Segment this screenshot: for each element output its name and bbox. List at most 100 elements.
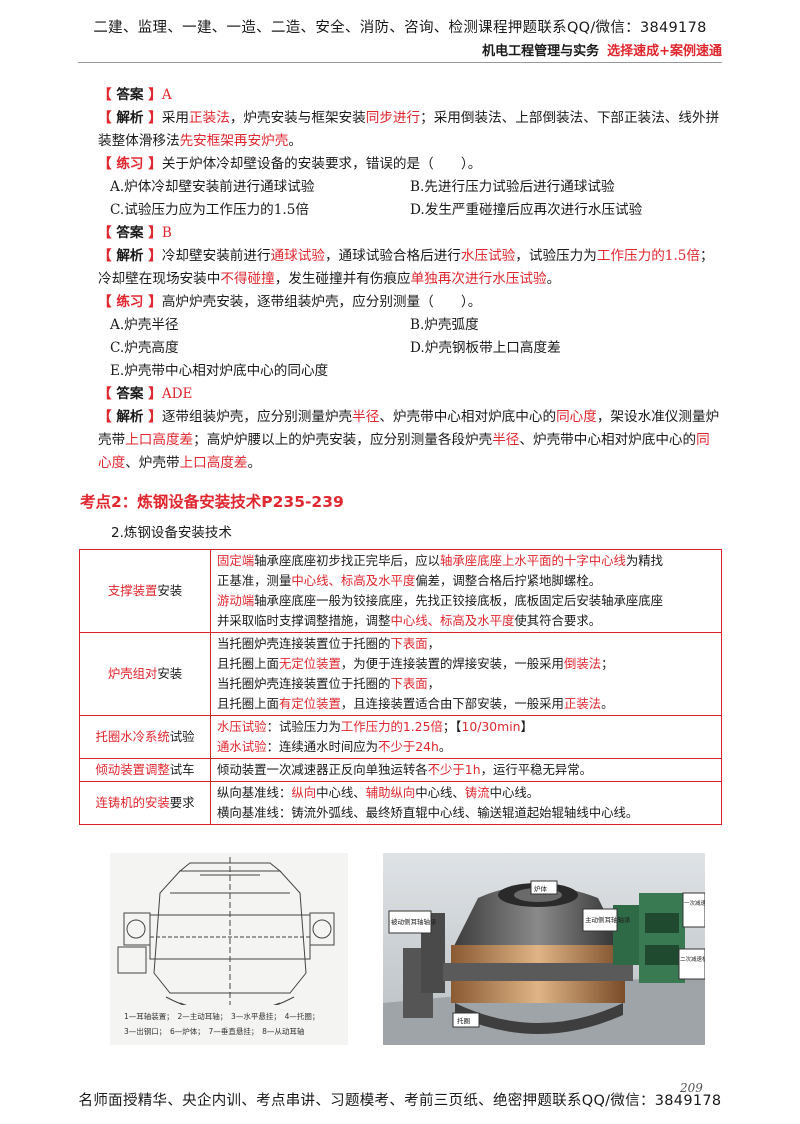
analysis-label: 解析 xyxy=(116,409,144,425)
label-primary-reducer: 一次减速机 xyxy=(684,899,705,907)
highlight-text: 通水试验 xyxy=(217,739,267,754)
content-line: 且托圈上面无定位装置，为便于连接装置的焊接安装，一般采用倒装法； xyxy=(217,654,716,674)
body-text: ；采用倒装法、上部倒装法、下部正装法、线外拼装整体滑移法 xyxy=(98,110,720,149)
row-content: 当托圈炉壳连接装置位于托圈的下表面，且托圈上面无定位装置，为便于连接装置的焊接安… xyxy=(210,632,722,716)
body-text: 且托圈上面 xyxy=(217,696,279,711)
analysis-text: 采用正装法，炉壳安装与框架安装同步进行；采用倒装法、上部倒装法、下部正装法、线外… xyxy=(98,110,719,149)
highlight-text: 同心度 xyxy=(556,409,597,425)
body-text: ：连续通水时间应为 xyxy=(266,739,379,754)
content-line: 正基准，测量中心线、标高及水平度偏差，调整合格后拧紧地脚螺栓。 xyxy=(217,571,716,591)
option-b: B.炉壳弧度 xyxy=(410,317,479,333)
content-line: 且托圈上面有定位装置，且连接装置适合由下部安装，一般采用正装法。 xyxy=(217,694,716,714)
label-trunnion-ring: 托圈 xyxy=(457,1016,470,1025)
body-text: ，通球试验合格后进行 xyxy=(324,248,461,264)
body-text: 且托圈上面 xyxy=(217,656,279,671)
analysis-label: 解析 xyxy=(116,248,144,264)
body-text: 】 xyxy=(520,719,533,734)
top-banner: 二建、监理、一建、一造、二造、安全、消防、咨询、检测课程押题联系QQ/微信：38… xyxy=(93,20,707,36)
highlight-text: 同步进行 xyxy=(365,110,421,126)
highlight-text: 单独再次进行水压试验 xyxy=(410,271,547,287)
body-text: ；冷却壁在现场安装中 xyxy=(98,248,714,287)
body-text: 安装 xyxy=(157,583,183,598)
body-text: 中心线、 xyxy=(415,785,465,800)
q3-answer: 【 答案 】ADE xyxy=(98,386,193,402)
option-a: A.炉壳半径 xyxy=(110,317,179,333)
body-text: ；【 xyxy=(442,719,462,734)
option-e: E.炉壳带中心相对炉底中心的同心度 xyxy=(110,363,329,379)
content-line: 当托圈炉壳连接装置位于托圈的下表面， xyxy=(217,674,716,694)
highlight-text: 纵向 xyxy=(291,785,317,800)
body-text: 使其符合要求。 xyxy=(514,613,602,628)
body-text: 正基准，测量 xyxy=(217,573,292,588)
q2-options: A.炉体冷却壁安装前进行通球试验 B.先进行压力试验后进行通球试验 C.试验压力… xyxy=(80,176,722,222)
highlight-text: 工作压力的1.25倍 xyxy=(340,719,443,734)
row-content: 纵向基准线：纵向中心线、辅助纵向中心线、铸流中心线。横向基准线：铸流外弧线、最终… xyxy=(210,781,722,825)
highlight-text: 10/30min xyxy=(461,719,521,734)
label-furnace-body: 炉体 xyxy=(534,884,548,893)
content-line: 游动端轴承座底座一般为铰接底座，先找正铰接底板，底板固定后安装轴承座底座 xyxy=(217,591,716,611)
highlight-text: 水压试验 xyxy=(217,719,267,734)
row-content: 固定端轴承座底座初步找正完毕后，应以轴承座底座上水平面的十字中心线为精找正基准，… xyxy=(210,549,722,633)
option-b: B.先进行压力试验后进行通球试验 xyxy=(410,179,615,195)
body-text: ； xyxy=(601,656,614,671)
body-text: 并采取临时支撑调整措施，调整 xyxy=(217,613,391,628)
header-divider xyxy=(78,62,722,63)
body-text: 。 xyxy=(546,271,561,287)
body-text: 轴承座底座初步找正完毕后，应以 xyxy=(254,553,441,568)
practice-label: 练习 xyxy=(116,294,144,310)
table-row: 炉壳组对安装当托圈炉壳连接装置位于托圈的下表面，且托圈上面无定位装置，为便于连接… xyxy=(79,632,722,716)
highlight-text: 铸流 xyxy=(464,785,490,800)
highlight-text: 先安框架再安炉壳 xyxy=(179,133,289,149)
table-row: 支撑装置安装固定端轴承座底座初步找正完毕后，应以轴承座底座上水平面的十字中心线为… xyxy=(79,549,722,633)
page-number: 209 xyxy=(680,1081,703,1095)
row-heading: 倾动装置调整试车 xyxy=(79,758,211,782)
converter-3d-render: 炉体 被动侧耳轴轴承 主动侧耳轴轴承 一次减速机 二次减速机 托圈 xyxy=(383,853,705,1045)
question-text: 关于炉体冷却壁设备的安装要求，错误的是（ ）。 xyxy=(161,156,482,172)
course-series: 选择速成+案例速通 xyxy=(607,44,722,59)
highlight-text: 中心线、标高及水平度 xyxy=(390,613,515,628)
section-subtitle: 2.炼钢设备安装技术 xyxy=(111,525,232,541)
bottom-banner: 名师面授精华、央企内训、考点串讲、习题模考、考前三页纸、绝密押题联系QQ/微信：… xyxy=(78,1093,722,1109)
body-text: ， xyxy=(427,636,441,651)
content-line: 水压试验：试验压力为工作压力的1.25倍；【10/30min】 xyxy=(217,717,716,737)
body-text: 倾动装置一次减速器正反向单独运转各 xyxy=(217,762,428,777)
drawing-caption-2: 3—出钢口； 6—炉体； 7—垂直悬挂； 8—从动耳轴 xyxy=(124,1026,304,1036)
content-line: 倾动装置一次减速器正反向单独运转各不少于1h，运行平稳无异常。 xyxy=(217,760,716,780)
highlight-text: 固定端 xyxy=(217,553,255,568)
practice-label: 练习 xyxy=(116,156,144,172)
analysis-text: 冷却壁安装前进行通球试验，通球试验合格后进行水压试验，试验压力为工作压力的1.5… xyxy=(98,248,714,287)
highlight-text: 无定位装置 xyxy=(278,656,341,671)
highlight-text: 正装法 xyxy=(189,110,230,126)
body-text: 冷却壁安装前进行 xyxy=(161,248,271,264)
body-text: ，为便于连接装置的焊接安装，一般采用 xyxy=(340,656,564,671)
highlight-text: 不得碰撞 xyxy=(220,271,275,287)
body-text: 当托圈炉壳连接装置位于托圈的 xyxy=(217,676,391,691)
body-text: 试车 xyxy=(169,762,195,777)
section-title: 考点2：炼钢设备安装技术P235-239 xyxy=(80,493,344,511)
content-line: 横向基准线：铸流外弧线、最终矫直辊中心线、输送辊道起始辊轴线中心线。 xyxy=(217,803,716,823)
body-text: 。 xyxy=(288,133,302,149)
converter-drawing-svg: 1—耳轴装置； 2—主动耳轴； 3—水平悬挂； 4—托圈； 3—出钢口； 6—炉… xyxy=(110,853,348,1045)
content-line: 当托圈炉壳连接装置位于托圈的下表面， xyxy=(217,634,716,654)
body-text: 当托圈炉壳连接装置位于托圈的 xyxy=(217,636,391,651)
question-text: 高炉炉壳安装，逐带组装炉壳，应分别测量（ ）。 xyxy=(161,294,482,310)
body-text: 试验 xyxy=(169,729,195,744)
highlight-text: 通球试验 xyxy=(270,248,325,264)
row-content: 水压试验：试验压力为工作压力的1.25倍；【10/30min】通水试验：连续通水… xyxy=(210,715,722,759)
analysis-label: 解析 xyxy=(116,110,144,126)
body-text: 安装 xyxy=(157,666,183,681)
converter-drawing: 1—耳轴装置； 2—主动耳轴； 3—水平悬挂； 4—托圈； 3—出钢口； 6—炉… xyxy=(110,853,348,1045)
q3-question: 【 练习 】高炉炉壳安装，逐带组装炉壳，应分别测量（ ）。 xyxy=(98,294,482,310)
body-text: 纵向基准线： xyxy=(217,785,292,800)
highlight-text: 连铸机的安装 xyxy=(95,795,170,810)
option-a: A.炉体冷却壁安装前进行通球试验 xyxy=(110,179,315,195)
highlight-text: 上口高度差 xyxy=(125,432,194,448)
highlight-text: 水压试验 xyxy=(460,248,516,264)
highlight-text: 有定位装置 xyxy=(278,696,341,711)
body-text: 偏差，调整合格后拧紧地脚螺栓。 xyxy=(415,573,602,588)
body-text: ，架设水准仪测量炉壳带 xyxy=(98,409,720,448)
body-text: ，试验压力为 xyxy=(515,248,597,264)
highlight-text: 半径 xyxy=(492,432,520,448)
answer-label: 答案 xyxy=(116,87,144,103)
row-heading: 炉壳组对安装 xyxy=(79,632,211,716)
